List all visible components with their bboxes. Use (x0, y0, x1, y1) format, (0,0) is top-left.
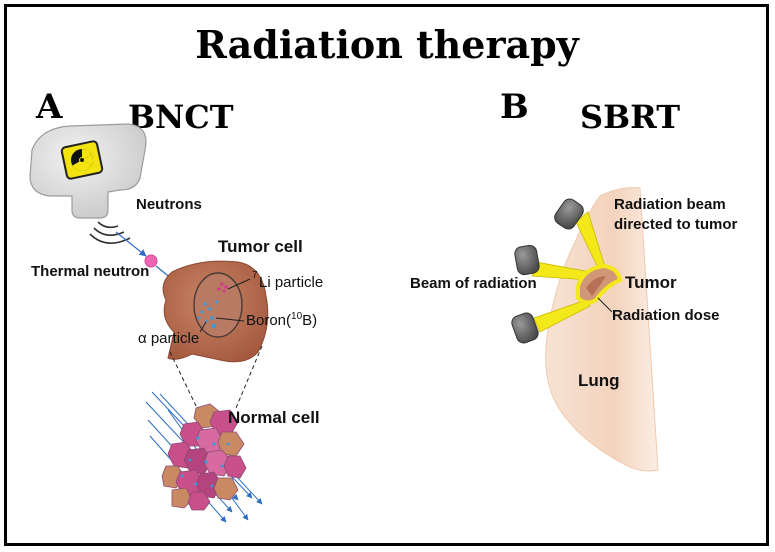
panel-b-letter: B (500, 87, 529, 127)
boron-label: Boron(10B) (246, 311, 317, 329)
li-particles (217, 282, 228, 293)
normal-cell-boron (180, 436, 230, 488)
tumor-cell-label: Tumor cell (218, 237, 303, 256)
li-particle-label: Li particle (259, 274, 323, 291)
tumor-label: Tumor (625, 273, 677, 292)
boron-particles (197, 300, 219, 329)
li-superscript: 7 (252, 270, 258, 281)
beam-directed-label-line1: Radiation beam (614, 196, 726, 213)
alpha-leader-line (199, 321, 207, 333)
normal-cell-label: Normal cell (228, 408, 320, 427)
beam-head-middle (514, 244, 540, 276)
beam-head-top (554, 198, 584, 230)
li-leader-line (227, 278, 251, 290)
thermal-neutron-label: Thermal neutron (31, 263, 149, 280)
boron-leader-line (215, 317, 245, 322)
thermal-neutron-particle (144, 254, 158, 268)
radiation-dose-label: Radiation dose (612, 307, 720, 324)
alpha-particle-label: α particle (138, 330, 199, 347)
beam-of-radiation-label: Beam of radiation (410, 275, 537, 292)
neutron-path-arrow (115, 231, 147, 257)
beam-heads (511, 198, 584, 344)
panel-b-title: SBRT (580, 98, 680, 136)
tumor-cell (162, 260, 269, 363)
radiation-source-icon (29, 123, 147, 219)
tumor-core (586, 276, 606, 296)
panel-a-title: BNCT (128, 98, 234, 136)
beam-directed-label-line2: directed to tumor (614, 216, 738, 233)
lung-shape (545, 187, 659, 472)
normal-cell-cluster (145, 391, 263, 523)
lung-label: Lung (578, 371, 620, 390)
figure-title: Radiation therapy (195, 22, 579, 67)
tumor-nucleus (193, 272, 243, 338)
panel-a-letter: A (35, 87, 63, 127)
neutron-waves (89, 221, 131, 244)
zoom-line-left (169, 351, 199, 411)
zoom-line-right (235, 345, 263, 409)
beam-head-bottom (511, 312, 539, 344)
neutrons-label: Neutrons (136, 196, 202, 213)
beam-bottom (533, 299, 591, 333)
radiation-dose-leader (597, 297, 613, 313)
radiation-hazard-icon (60, 140, 104, 180)
